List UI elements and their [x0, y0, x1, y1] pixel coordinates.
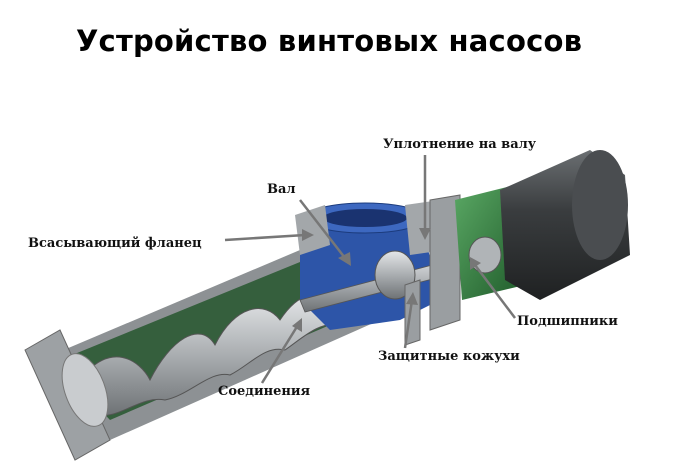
diagram-title: Устройство винтовых насосов [76, 24, 583, 58]
label-shaft-seal: Уплотнение на валу [383, 137, 537, 152]
label-bearings: Подшипники [517, 314, 618, 329]
label-suction-flange: Всасывающий фланец [28, 236, 202, 251]
arrow-guards [403, 299, 414, 349]
outlet-flange [24, 329, 111, 461]
arrow-bearings [474, 264, 516, 319]
arrow-joints [260, 324, 300, 384]
motor [500, 150, 630, 300]
leader-arrows [224, 155, 516, 384]
label-guards: Защитные кожухи [378, 349, 520, 364]
label-shaft: Вал [267, 182, 296, 197]
arrow-shaft [299, 199, 346, 259]
suction-casing [295, 200, 445, 330]
label-joints: Соединения [218, 384, 311, 399]
arrow-suction-flange [224, 233, 306, 242]
guards [404, 194, 461, 346]
